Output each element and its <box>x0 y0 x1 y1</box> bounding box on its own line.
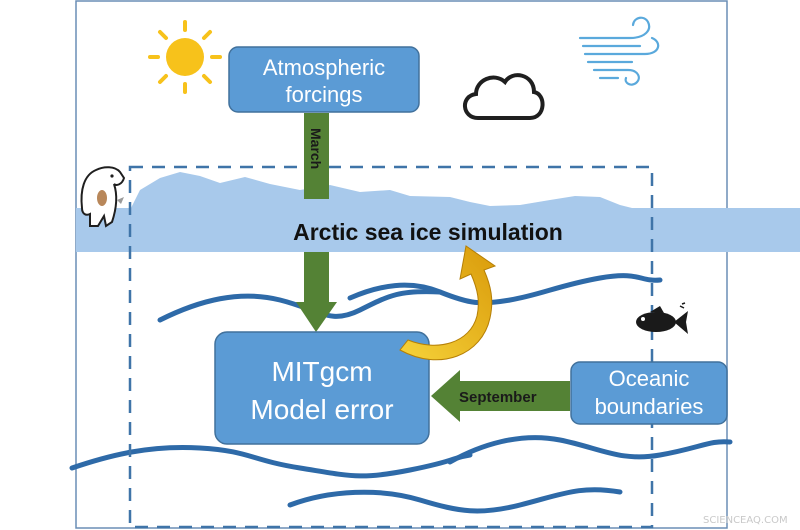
polar-bear-icon <box>80 166 126 228</box>
atmospheric-label-line1: Atmospheric <box>263 55 385 80</box>
watermark: SCIENCEAQ.COM <box>703 515 788 526</box>
march-label: March <box>308 128 324 169</box>
sea-ice-simulation-title: Arctic sea ice simulation <box>293 219 563 245</box>
atmospheric-label-line2: forcings <box>285 82 362 107</box>
wave-lower-right <box>447 435 733 465</box>
oceanic-boundaries-box <box>570 361 728 425</box>
march-arrow <box>296 113 337 332</box>
oceanic-label-line2: boundaries <box>595 394 704 419</box>
model-domain-dashed-box <box>128 165 654 529</box>
fish-icon <box>636 302 688 334</box>
sun-icon <box>148 20 222 94</box>
oceanic-label-line1: Oceanic <box>609 366 690 391</box>
wind-icon <box>578 16 660 86</box>
september-label: September <box>459 389 537 406</box>
ocean-surface-band <box>76 208 800 252</box>
wave-bottom <box>287 487 623 514</box>
ocean-waves <box>69 273 733 514</box>
wave-lower-left <box>69 445 473 479</box>
model-label-line1: MITgcm <box>271 356 372 387</box>
atmospheric-forcings-box <box>228 46 420 113</box>
mitgcm-model-box <box>214 331 430 445</box>
feedback-arrow <box>399 245 497 361</box>
cloud-icon <box>463 73 545 120</box>
wave-upper-right <box>347 273 663 306</box>
model-label-line2: Model error <box>250 394 393 425</box>
sea-ice-ridge <box>130 172 640 210</box>
september-arrow <box>431 370 570 422</box>
